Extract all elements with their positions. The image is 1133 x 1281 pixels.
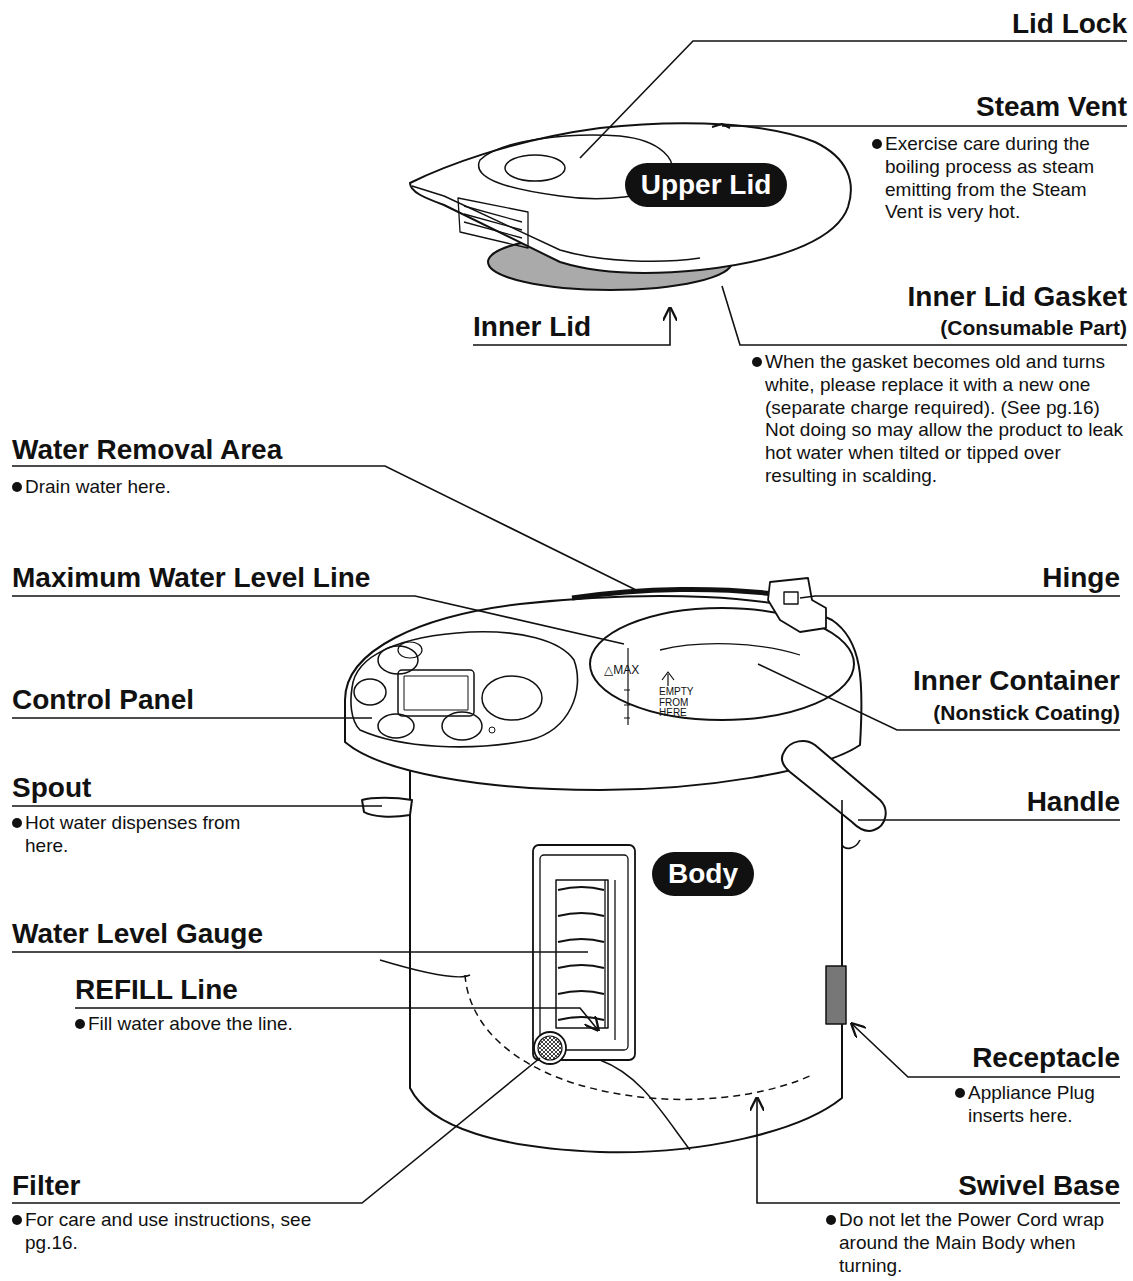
note-text: Exercise care during the boiling process…	[872, 133, 1128, 224]
note-text: Drain water here.	[12, 476, 312, 499]
part-name: Swivel Base	[958, 1171, 1120, 1202]
note-text: Fill water above the line.	[75, 1013, 395, 1036]
part-name: Water Removal Area	[12, 435, 282, 466]
part-subtitle: (Consumable Part)	[940, 316, 1127, 339]
part-name: Inner Lid	[473, 312, 591, 343]
part-name: Receptacle	[972, 1043, 1120, 1074]
part-name: Lid Lock	[1012, 9, 1127, 40]
note-text: When the gasket becomes old and turns wh…	[752, 351, 1128, 488]
upper-lid	[410, 123, 851, 273]
part-name: Filter	[12, 1171, 80, 1202]
part-name: Control Panel	[12, 685, 194, 716]
note-text: Do not let the Power Cord wrap around th…	[826, 1209, 1128, 1277]
bullet-dot	[12, 818, 22, 828]
note-text: For care and use instructions, see pg.16…	[12, 1209, 332, 1255]
main-body	[410, 770, 842, 1152]
handle	[782, 741, 886, 831]
badge-text: Upper Lid	[641, 169, 772, 201]
part-name: REFILL Line	[75, 975, 238, 1006]
part-name: Inner Lid Gasket	[908, 282, 1127, 313]
part-name: Handle	[1027, 787, 1120, 818]
part-name: Maximum Water Level Line	[12, 563, 370, 594]
bullet-dot	[826, 1215, 836, 1225]
note-text: Hot water dispenses from here.	[12, 812, 262, 858]
level-mark: EMPTY FROM HERE	[659, 687, 705, 719]
part-name: Inner Container	[913, 666, 1120, 697]
water-removal-area	[572, 589, 790, 598]
spout	[362, 798, 412, 817]
bullet-dot	[955, 1088, 965, 1098]
bullet-dot	[872, 139, 882, 149]
part-name: Hinge	[1042, 563, 1120, 594]
part-name: Water Level Gauge	[12, 919, 263, 950]
part-name: Spout	[12, 773, 91, 804]
part-badge: Body	[652, 852, 754, 896]
bullet-dot	[75, 1019, 85, 1029]
leader-lines	[12, 41, 1127, 1203]
bullet-dot	[752, 357, 762, 367]
level-mark: △MAX	[604, 664, 639, 676]
note-text: Appliance Plug inserts here.	[955, 1082, 1127, 1128]
receptacle	[826, 966, 846, 1024]
part-subtitle: (Nonstick Coating)	[933, 701, 1120, 724]
bullet-dot	[12, 1215, 22, 1225]
part-name: Steam Vent	[976, 92, 1127, 123]
badge-text: Body	[668, 858, 738, 890]
control-panel	[351, 632, 578, 747]
part-badge: Upper Lid	[625, 163, 788, 207]
hinge	[768, 578, 826, 632]
bullet-dot	[12, 482, 22, 492]
